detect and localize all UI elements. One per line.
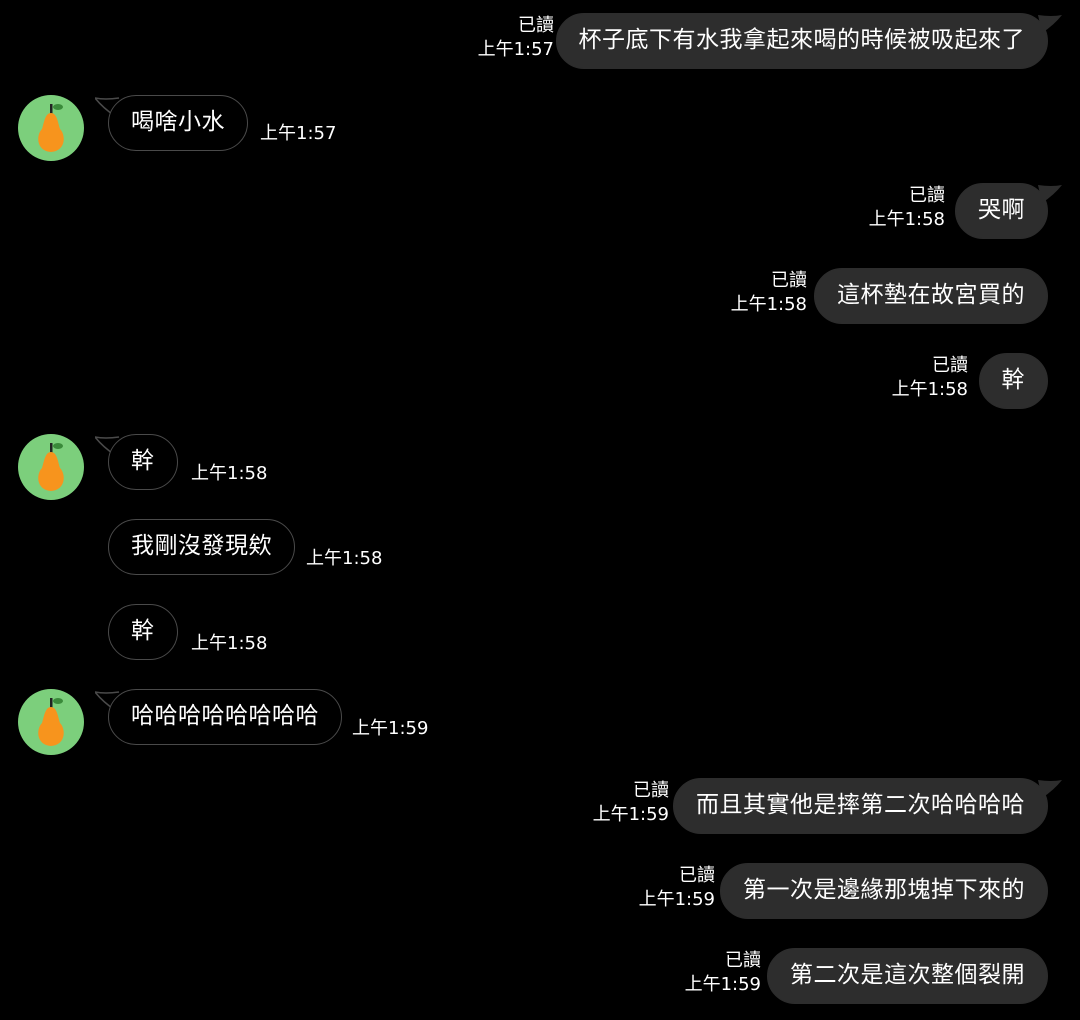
contact-avatar[interactable] (18, 434, 84, 500)
message-bubble[interactable]: 喝啥小水 (108, 95, 248, 151)
message-text: 喝啥小水 (131, 109, 225, 135)
message-text: 我剛沒發現欸 (131, 533, 272, 559)
message-time: 上午1:59 (638, 889, 715, 910)
message-time: 上午1:58 (891, 379, 968, 400)
read-receipt: 已讀 (932, 355, 968, 376)
message-bubble[interactable]: 第二次是這次整個裂開 (767, 948, 1048, 1004)
message-text: 哈哈哈哈哈哈哈哈 (131, 703, 319, 729)
message-time: 上午1:58 (191, 633, 268, 654)
message-bubble[interactable]: 幹 (108, 434, 178, 490)
message-meta: 已讀 上午1:59 (639, 864, 715, 912)
contact-avatar[interactable] (18, 95, 84, 161)
message-bubble[interactable]: 第一次是邊緣那塊掉下來的 (720, 863, 1048, 919)
message-text: 幹 (1001, 367, 1025, 393)
message-time: 上午1:58 (868, 209, 945, 230)
message-bubble[interactable]: 杯子底下有水我拿起來喝的時候被吸起來了 (555, 13, 1048, 69)
read-receipt: 已讀 (633, 780, 669, 801)
message-bubble[interactable]: 幹 (978, 353, 1048, 409)
message-text: 這杯墊在故宮買的 (837, 282, 1025, 308)
message-time: 上午1:59 (352, 718, 429, 739)
bubble-tail (1038, 780, 1062, 798)
message-time: 上午1:59 (592, 804, 669, 825)
message-time: 上午1:58 (191, 463, 268, 484)
message-meta: 已讀 上午1:59 (685, 949, 761, 997)
message-text: 第二次是這次整個裂開 (790, 962, 1025, 988)
pear-icon (38, 443, 64, 491)
message-text: 杯子底下有水我拿起來喝的時候被吸起來了 (578, 27, 1025, 53)
pear-icon (38, 698, 64, 746)
message-time: 上午1:59 (684, 974, 761, 995)
message-text: 幹 (131, 448, 155, 474)
read-receipt: 已讀 (909, 185, 945, 206)
read-receipt: 已讀 (771, 270, 807, 291)
message-text: 第一次是邊緣那塊掉下來的 (743, 877, 1025, 903)
message-time: 上午1:57 (477, 39, 554, 60)
message-time: 上午1:58 (730, 294, 807, 315)
message-meta: 已讀 上午1:58 (892, 354, 968, 402)
message-bubble[interactable]: 這杯墊在故宮買的 (814, 268, 1048, 324)
message-text: 而且其實他是摔第二次哈哈哈哈 (696, 792, 1025, 818)
bubble-tail (1038, 185, 1062, 203)
bubble-tail (1038, 15, 1062, 33)
message-meta: 已讀 上午1:59 (593, 779, 669, 827)
message-bubble[interactable]: 哭啊 (955, 183, 1048, 239)
contact-avatar[interactable] (18, 689, 84, 755)
message-bubble[interactable]: 我剛沒發現欸 (108, 519, 295, 575)
message-meta: 已讀 上午1:58 (869, 184, 945, 232)
read-receipt: 已讀 (725, 950, 761, 971)
pear-icon (38, 104, 64, 152)
message-bubble[interactable]: 哈哈哈哈哈哈哈哈 (108, 689, 342, 745)
message-bubble[interactable]: 幹 (108, 604, 178, 660)
message-time: 上午1:58 (306, 548, 383, 569)
message-meta: 已讀 上午1:57 (478, 14, 554, 62)
message-bubble[interactable]: 而且其實他是摔第二次哈哈哈哈 (673, 778, 1048, 834)
message-meta: 已讀 上午1:58 (731, 269, 807, 317)
message-time: 上午1:57 (260, 123, 337, 144)
message-text: 哭啊 (978, 197, 1025, 223)
read-receipt: 已讀 (518, 15, 554, 36)
message-text: 幹 (131, 618, 155, 644)
read-receipt: 已讀 (679, 865, 715, 886)
